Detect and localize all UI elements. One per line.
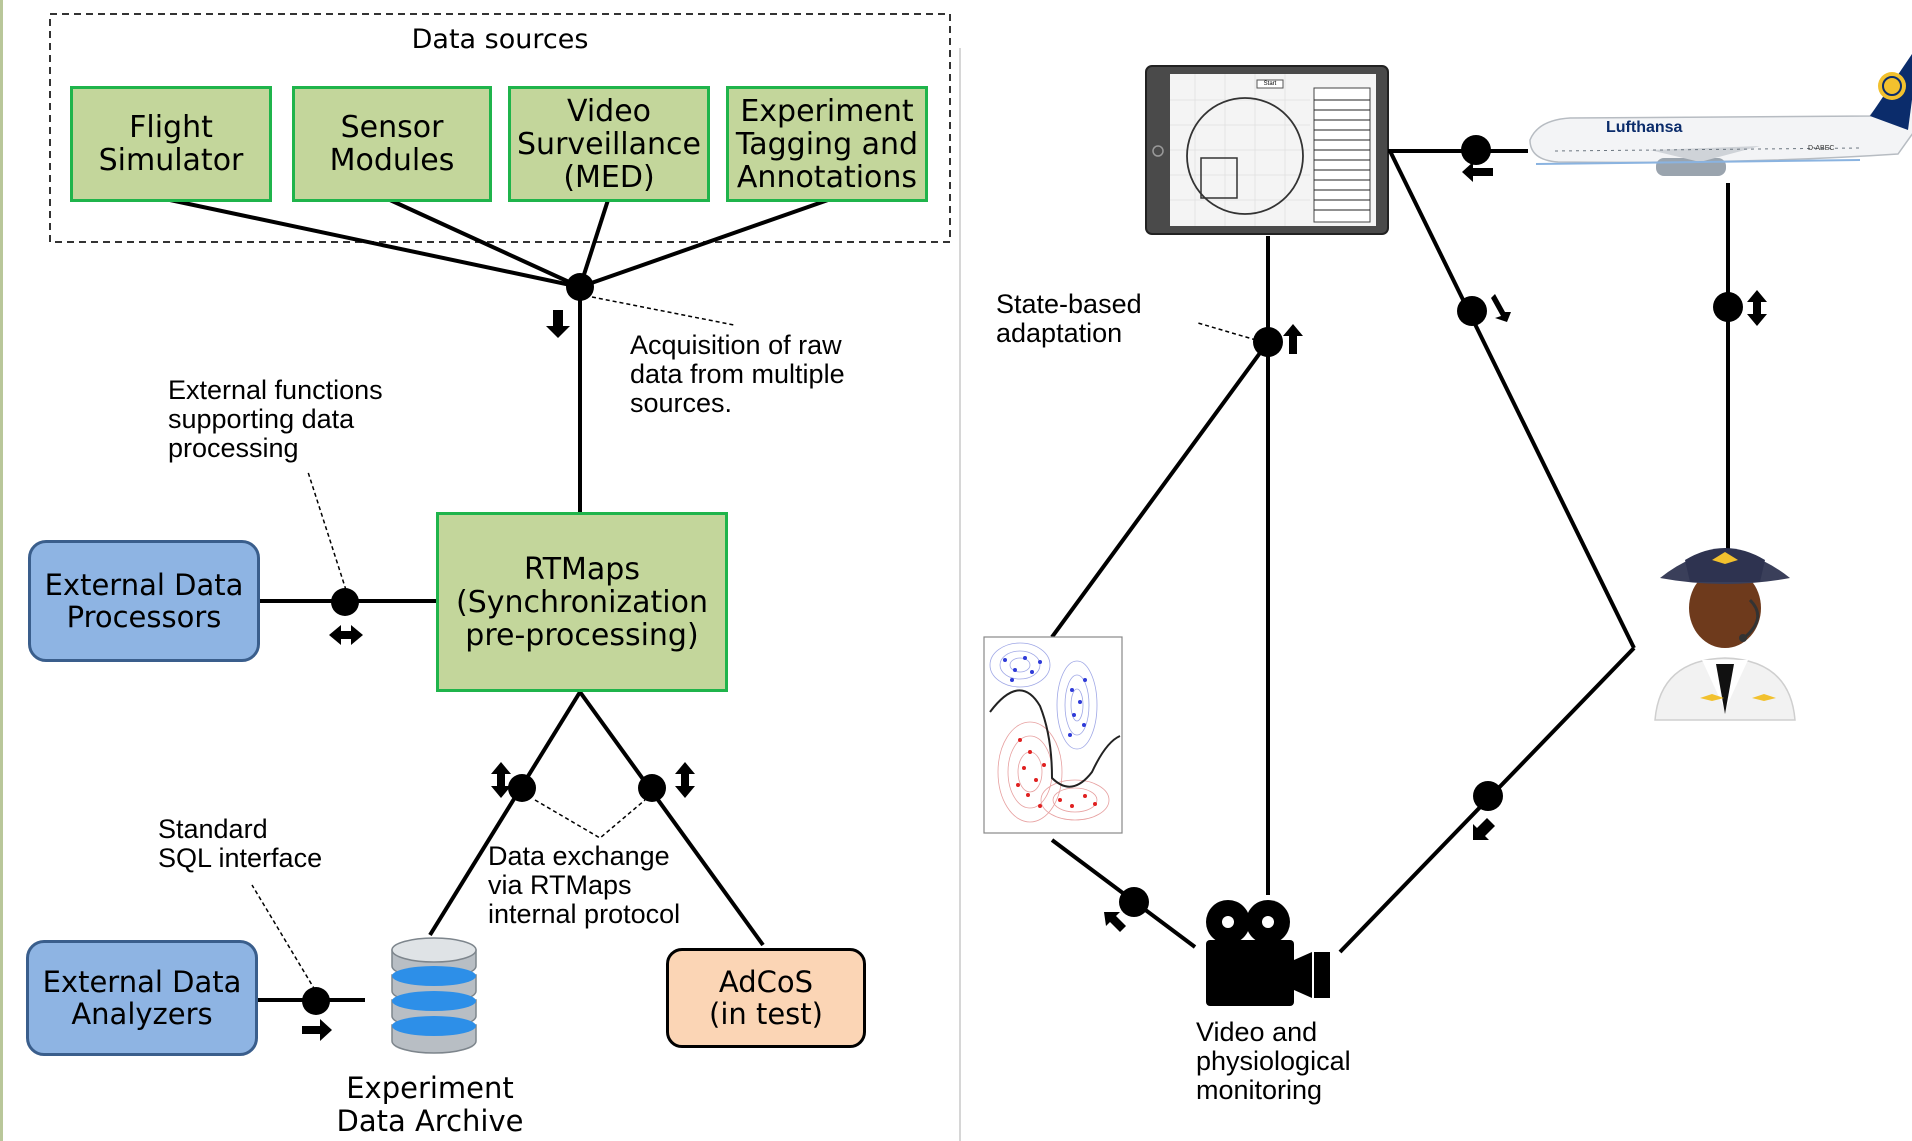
archive-label: Experiment Data Archive (336, 1071, 524, 1138)
double-arrow-horizontal-icon (329, 625, 363, 645)
adcos-link-dot (638, 774, 666, 802)
processors-dot (331, 588, 359, 616)
double-arrow-vertical-icon (1747, 290, 1767, 326)
state-based-leader (1197, 322, 1257, 341)
data-exchange-leader (534, 799, 646, 839)
data-sources-title: Data sources (411, 24, 589, 55)
tablet-icon (1145, 65, 1389, 235)
rtmaps-label: RTMaps (Synchronization pre-processing) (456, 551, 708, 653)
state-based-annotation: State-based adaptation (996, 289, 1142, 348)
external-processors-box: External Data Processors (28, 540, 260, 662)
double-arrow-vertical-icon (675, 762, 695, 798)
external-analyzers-label: External Data Analyzers (42, 965, 242, 1031)
external-processors-label: External Data Processors (44, 568, 244, 634)
pilot-link-dot (1713, 292, 1743, 322)
airplane-link-dot (1461, 135, 1491, 165)
video-camera-icon (1206, 900, 1330, 1006)
plot-link-dot (1119, 887, 1149, 917)
acquisition-leader (591, 296, 735, 326)
aircraft-registration: D-ABEC (1808, 145, 1834, 152)
standard-sql-leader (251, 884, 316, 991)
left-arrow-icon (1462, 162, 1493, 182)
external-functions-annotation: External functions supporting data proce… (168, 375, 383, 463)
down-left-arrow-icon (1473, 818, 1495, 840)
left-edge-bar (0, 0, 3, 1141)
rtmaps-connectors (428, 690, 765, 947)
classifier-plot-icon (983, 636, 1123, 834)
adcos-box: AdCoS (in test) (666, 948, 866, 1048)
right-arrow-icon (302, 1019, 332, 1041)
tablet-start-button: Start (1263, 81, 1277, 87)
rtmaps-box: RTMaps (Synchronization pre-processing) (436, 512, 728, 692)
double-arrow-vertical-icon (491, 762, 511, 798)
source-video-surveillance: Video Surveillance (MED) (508, 86, 710, 202)
source-label: Video Surveillance (MED) (517, 93, 701, 195)
up-left-arrow-icon (1104, 912, 1126, 932)
source-flight-simulator: Flight Simulator (70, 86, 272, 202)
adcos-label: AdCoS (in test) (709, 965, 823, 1031)
external-functions-leader (307, 471, 347, 591)
airplane-icon: Lufthansa D-ABEC (1529, 54, 1912, 176)
standard-sql-annotation: Standard SQL interface (158, 814, 323, 873)
acquisition-annotation: Acquisition of raw data from multiple so… (630, 330, 845, 418)
data-exchange-annotation: Data exchange via RTMaps internal protoc… (488, 841, 681, 929)
down-arrow-icon (546, 310, 570, 338)
analyzers-dot (302, 987, 330, 1015)
state-adaptation-dot (1253, 327, 1283, 357)
source-sensor-modules: Sensor Modules (292, 86, 492, 202)
airline-name: Lufthansa (1606, 119, 1683, 136)
source-label: Experiment Tagging and Annotations (735, 93, 919, 195)
archive-link-dot (508, 774, 536, 802)
source-label: Sensor Modules (329, 110, 455, 178)
adaptation-connectors (1050, 149, 1730, 954)
source-label: Flight Simulator (98, 110, 244, 178)
down-right-arrow-icon (1491, 294, 1511, 322)
tablet-downlink-dot (1457, 296, 1487, 326)
database-icon (391, 937, 477, 1054)
acquisition-hub-dot (566, 273, 594, 301)
data-sources-group (49, 13, 951, 243)
video-monitoring-annotation: Video and physiological monitoring (1196, 1017, 1351, 1105)
camera-uplink-dot (1473, 781, 1503, 811)
pilot-icon (1654, 548, 1796, 721)
up-arrow-icon (1283, 324, 1303, 354)
source-connectors (169, 198, 829, 512)
external-analyzers-box: External Data Analyzers (26, 940, 258, 1056)
source-experiment-tagging: Experiment Tagging and Annotations (726, 86, 928, 202)
